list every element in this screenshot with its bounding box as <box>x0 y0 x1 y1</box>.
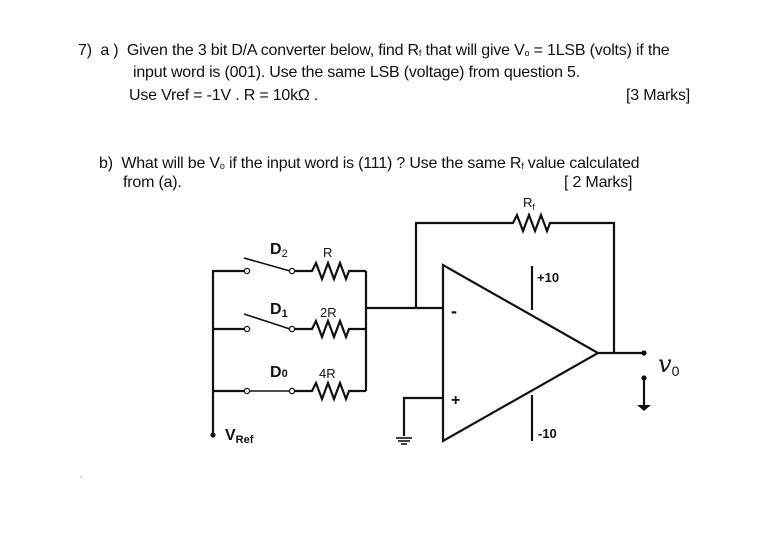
question-number: 7) <box>78 42 92 59</box>
question-7a-line1: 7) a ) Given the 3 bit D/A converter bel… <box>78 42 670 60</box>
subscript: o <box>524 48 530 58</box>
question-7a-line3: Use Vref = -1V . R = 10kΩ . <box>129 87 319 104</box>
switch-d1-branch <box>213 313 366 341</box>
question-7b-line1: b) What will be Vo if the input word is … <box>99 155 640 173</box>
subscript: o <box>219 161 225 171</box>
part-b-marks: [ 2 Marks] <box>564 174 633 191</box>
supply-neg-label: -10 <box>538 426 557 441</box>
subscript: f <box>418 48 422 58</box>
resistor-4r-label: 4R <box>319 366 336 381</box>
resistor-2r-label: 2R <box>320 305 337 320</box>
question-7a-line2: input word is (001). Use the same LSB (v… <box>133 64 580 81</box>
switch-d2-branch <box>213 257 366 283</box>
subscript: f <box>521 161 524 171</box>
part-a-text: that will give V <box>421 42 525 59</box>
part-a-text: = 1LSB (volts) if the <box>529 42 670 59</box>
part-a-marks: [3 Marks] <box>626 87 690 104</box>
noninverting-input-wire <box>402 396 443 436</box>
ground-icon <box>396 437 412 445</box>
question-7b-line2: from (a). <box>123 174 182 191</box>
part-b-text: What will be V <box>121 155 220 172</box>
rf-label: Rf <box>523 195 535 212</box>
switch-d0-branch <box>213 379 366 403</box>
output-ground-icon <box>637 405 651 411</box>
inverting-sign: - <box>451 301 457 321</box>
switch-d0-label: D0 <box>270 364 288 381</box>
switch-d2-label: D2 <box>270 241 288 260</box>
op-amp <box>441 263 601 443</box>
vref-terminal <box>210 432 216 438</box>
switch-d1-label: D1 <box>270 301 288 320</box>
part-b-label: b) <box>99 155 113 172</box>
stray-dot <box>80 476 81 477</box>
resistor-r-label: R <box>323 245 332 260</box>
vref-label: VRef <box>225 427 254 446</box>
output-terminal <box>641 350 647 356</box>
output-voltage-label: v0 <box>658 350 680 379</box>
part-b-text: if the input word is (111) ? Use the sam… <box>224 155 522 172</box>
part-a-label: a ) <box>100 42 119 59</box>
part-a-text: Given the 3 bit D/A converter below, fin… <box>126 42 419 59</box>
noninverting-sign: + <box>451 392 460 409</box>
feedback-resistor-rf <box>414 211 616 353</box>
supply-pos-label: +10 <box>537 270 559 285</box>
part-b-text: value calculated <box>523 155 640 172</box>
